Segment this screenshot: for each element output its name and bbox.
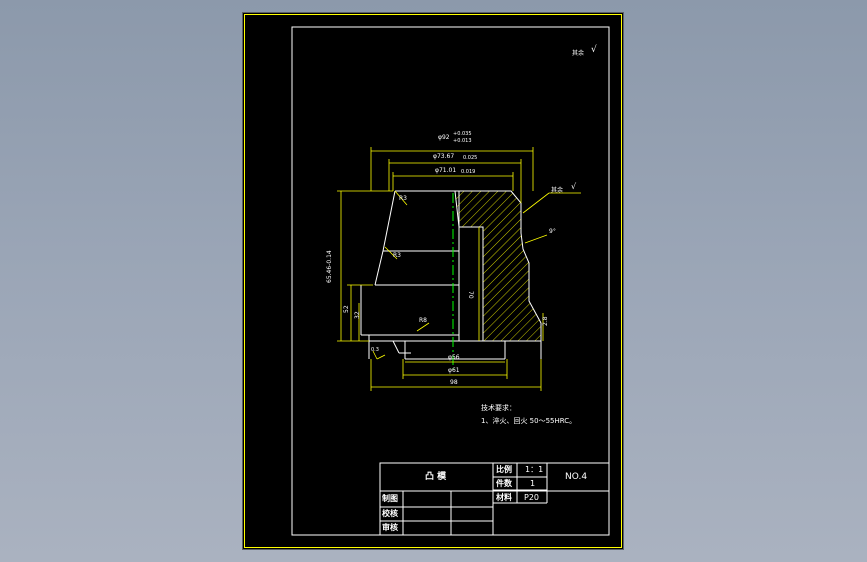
roughness-label: 其余 xyxy=(572,50,585,57)
dim-third-tol: 0.019 xyxy=(461,169,476,175)
dim-bottom-left: 0.3 xyxy=(371,347,379,353)
drawing-number: NO.4 xyxy=(565,472,588,482)
qty-value: 1 xyxy=(530,479,536,488)
dim-angle: 9° xyxy=(549,228,556,235)
cad-drawing xyxy=(244,14,622,548)
checked-by-label: 校核 xyxy=(382,509,398,518)
roughness-symbol-icon: √ xyxy=(591,45,597,55)
dim-chamfer-top: R3 xyxy=(399,195,407,202)
part-profile xyxy=(360,190,542,360)
ratio-label: 比例 xyxy=(496,465,512,474)
title-block-grid xyxy=(379,462,610,536)
notes-title: 技术要求： xyxy=(481,404,516,412)
dim-height-70: 70 xyxy=(467,291,474,299)
corner-roughness-icon: √ xyxy=(571,182,577,191)
dim-d61: φ61 xyxy=(448,367,460,374)
ratio-value: 1：1 xyxy=(525,465,544,474)
hatched-section xyxy=(454,190,542,342)
dim-left-height: 65.46-0.14 xyxy=(326,250,333,283)
part-name: 凸 模 xyxy=(425,472,447,482)
material-value: P20 xyxy=(524,493,540,502)
dim-height-52: 52 xyxy=(343,305,350,313)
dimension-lines xyxy=(337,147,581,391)
outer-border xyxy=(244,14,622,548)
dim-chamfer-mid: R3 xyxy=(393,252,401,259)
material-label: 材料 xyxy=(496,493,512,502)
drawn-by-label: 制图 xyxy=(382,494,398,503)
dim-corner-roughness-label: 其余 xyxy=(551,187,564,194)
approved-by-label: 审核 xyxy=(382,523,398,532)
dim-second-diameter: φ73.67 xyxy=(433,153,455,160)
dim-third-diameter: φ71.01 xyxy=(435,167,457,174)
dim-d56: φ56 xyxy=(448,354,460,361)
dim-top-tol-upper: +0.035 xyxy=(453,131,472,137)
dim-top-diameter: φ92 xyxy=(438,134,450,141)
drawing-sheet: 其余 √ φ92 +0.035 +0.013 φ73.67 0.025 φ71.… xyxy=(242,12,624,550)
dim-d98: 98 xyxy=(450,379,458,386)
dim-height-32: 32 xyxy=(354,311,361,319)
dim-radius-small: R8 xyxy=(419,317,427,324)
inner-frame xyxy=(291,26,610,536)
dim-top-tol-lower: +0.013 xyxy=(453,138,472,144)
dim-right-small: 2.8 xyxy=(542,316,549,326)
qty-label: 件数 xyxy=(496,479,512,488)
notes-line-1: 1、淬火、回火 50～55HRC。 xyxy=(481,417,577,425)
dim-second-tol: 0.025 xyxy=(463,155,478,161)
